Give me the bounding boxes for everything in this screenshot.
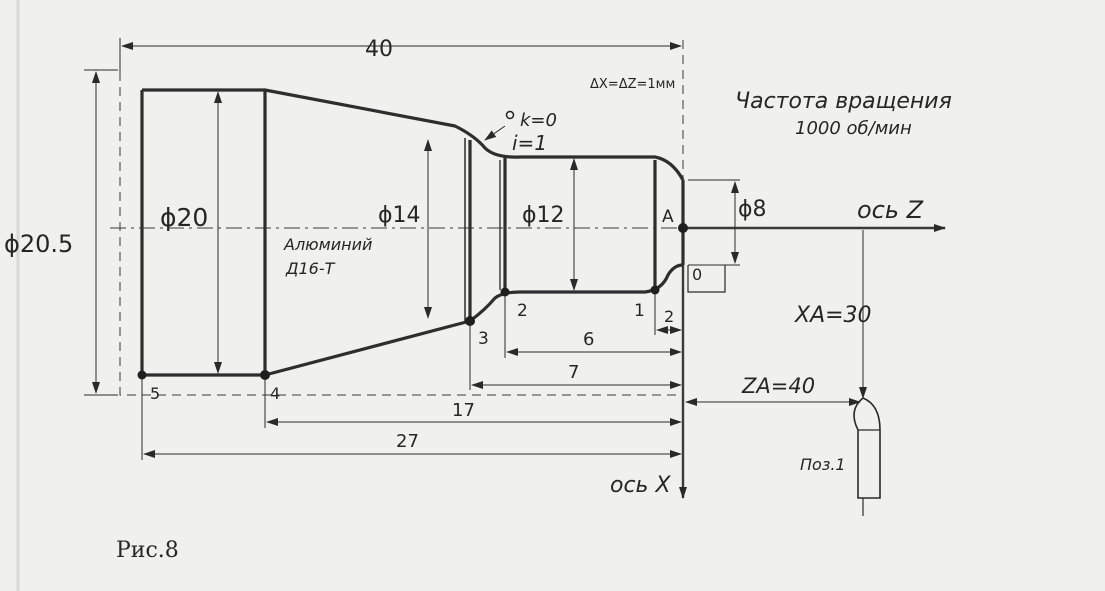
i-value-note: i=1 — [512, 131, 547, 155]
increment-note: ΔX=ΔZ=1мм — [590, 77, 675, 92]
dim-text-27: 27 — [396, 431, 419, 452]
dim-text-dia8: ϕ8 — [738, 197, 767, 222]
point-2-marker — [500, 287, 510, 297]
point-4-label: 4 — [270, 384, 280, 403]
za-note: ZA=40 — [741, 374, 815, 398]
arc-center-marker — [505, 110, 515, 120]
dim-text-2: 2 — [664, 307, 674, 326]
dim-text-dia20: ϕ20 — [160, 203, 208, 232]
leader-arc — [484, 125, 506, 141]
cutting-tool — [853, 397, 881, 499]
point-A-marker — [678, 223, 688, 233]
dim-text-7: 7 — [568, 362, 579, 383]
part-contour-lower — [140, 90, 684, 377]
origin-zero-label: 0 — [692, 265, 702, 284]
point-3-label: 3 — [478, 329, 489, 349]
point-4-marker — [260, 370, 270, 380]
dim-text-dia14: ϕ14 — [378, 203, 421, 228]
zero-offset-box — [687, 265, 726, 293]
dim-text-17: 17 — [452, 400, 475, 421]
point-5-label: 5 — [150, 384, 160, 403]
part-contour-upper — [142, 88, 685, 181]
tool-position-label: Поз.1 — [800, 455, 846, 474]
point-1-label: 1 — [634, 301, 645, 321]
speed-note-line1: Частота вращения — [735, 89, 952, 114]
x-axis-label: ось X — [610, 473, 672, 498]
figure-caption: Рис.8 — [116, 538, 179, 563]
material-line1: Алюминий — [283, 235, 372, 254]
z-axis-label: ось Z — [857, 196, 924, 224]
point-A-label: A — [662, 207, 674, 227]
point-2-label: 2 — [517, 301, 528, 321]
point-5-marker — [137, 370, 147, 380]
point-1-marker — [650, 285, 660, 295]
speed-note-line2: 1000 об/мин — [795, 118, 912, 139]
k-value-note: k=0 — [520, 110, 557, 131]
dim-text-40: 40 — [365, 37, 393, 62]
dim-text-6: 6 — [583, 329, 594, 350]
point-3-marker — [465, 316, 475, 326]
xa-note: XA=30 — [794, 303, 872, 328]
dim-text-dia12: ϕ12 — [522, 203, 565, 228]
dim-text-dia20-5: ϕ20.5 — [4, 230, 73, 258]
material-line2: Д16-Т — [285, 259, 336, 278]
blank-outline — [119, 72, 683, 396]
